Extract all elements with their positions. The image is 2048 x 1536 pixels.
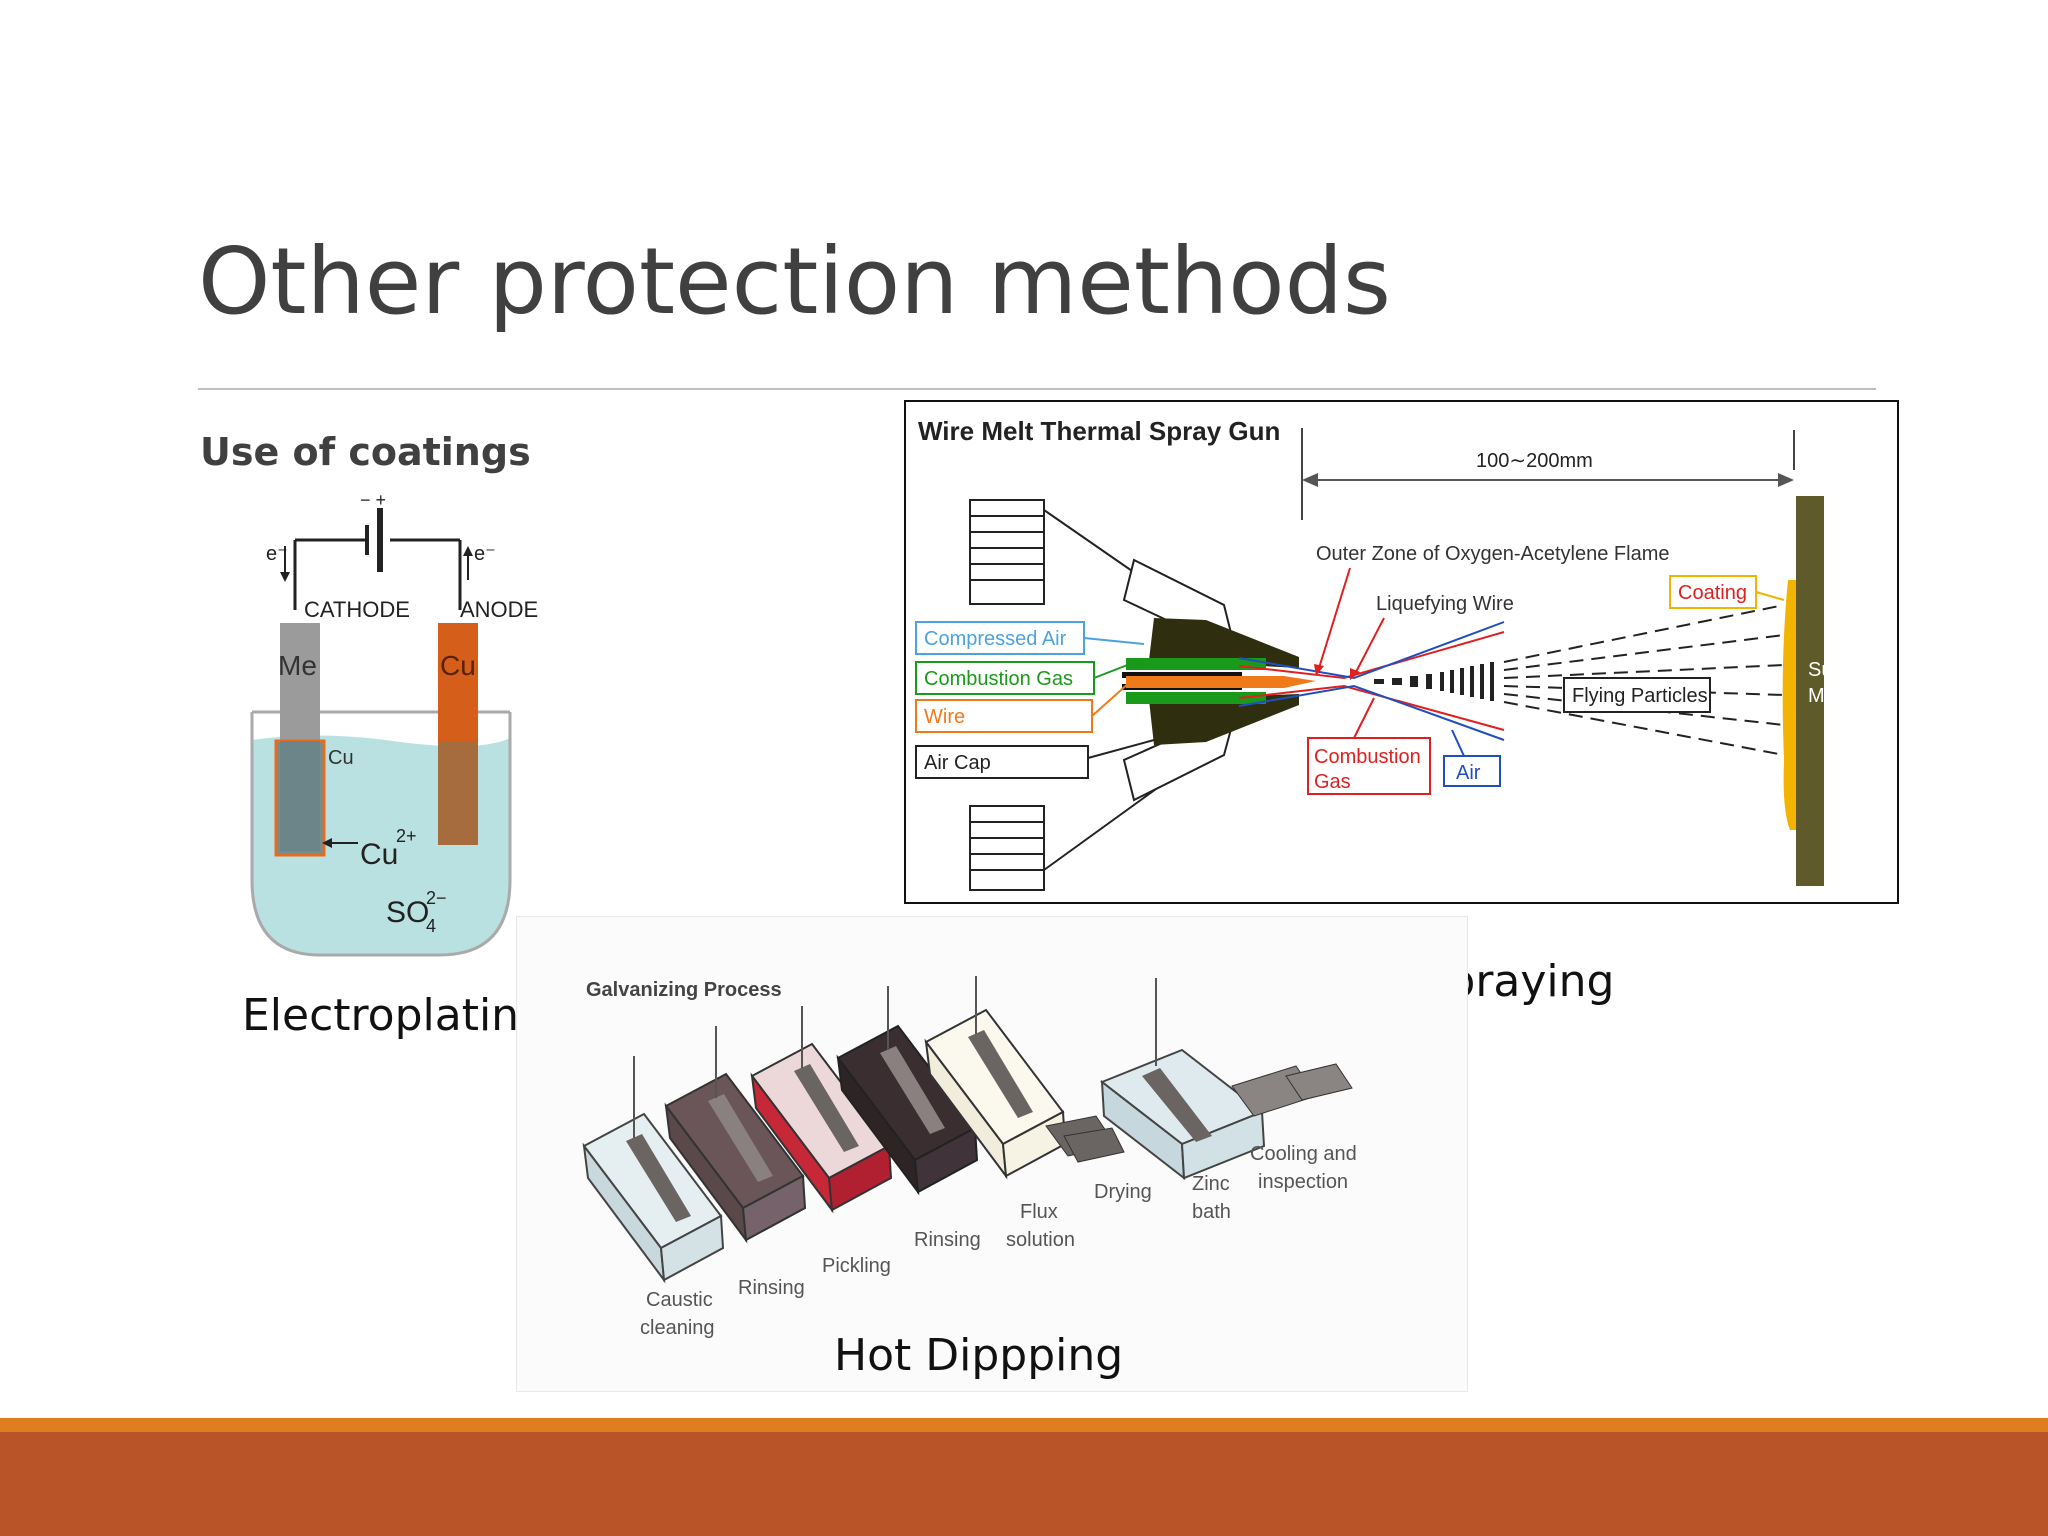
drying-rack: [1045, 1115, 1125, 1163]
step-pickling: Pickling: [822, 1255, 891, 1277]
air-cap-label: Air Cap: [924, 752, 991, 774]
polarity-label: − +: [360, 490, 386, 510]
combustion-gas-label-2a: Combustion: [1314, 746, 1421, 768]
electroplating-diagram: − + e⁻ e⁻ CATHODE ANODE Me Cu Cu Cu 2+ S…: [250, 490, 538, 957]
deposit-label: Cu: [328, 747, 354, 769]
compressed-air-label: Compressed Air: [924, 628, 1067, 650]
sulfate-ion-subscript: 4: [426, 916, 436, 936]
step-rinsing-1: Rinsing: [738, 1277, 805, 1299]
outer-zone-label: Outer Zone of Oxygen-Acetylene Flame: [1316, 543, 1670, 565]
step-inspection: inspection: [1258, 1171, 1348, 1193]
coating-layer: [1782, 580, 1796, 830]
section-subheading: Use of coatings: [200, 430, 531, 474]
hot-dipping-diagram: Galvanizing Process: [516, 916, 1468, 1392]
subject-metal-label-1: Subject: [1808, 659, 1875, 681]
step-bath: bath: [1192, 1201, 1231, 1223]
wire-feed-upper: [969, 499, 1045, 605]
tank-zinc-bath: [1100, 978, 1266, 1181]
liquefying-wire-label: Liquefying Wire: [1376, 593, 1514, 615]
slide-title: Other protection methods: [198, 228, 1391, 335]
anode-label: ANODE: [460, 597, 538, 622]
air-label: Air: [1456, 762, 1481, 784]
tank-pickling: [750, 1006, 893, 1214]
sulfate-ion-charge: 2−: [426, 888, 447, 908]
step-solution: solution: [1006, 1229, 1075, 1251]
subject-metal-label-2: Metal: [1808, 685, 1857, 707]
step-cleaning: cleaning: [640, 1317, 715, 1339]
cooling-rack: [1231, 1063, 1353, 1117]
copper-ion-label: Cu: [360, 838, 398, 871]
tank-rinsing-1: [664, 1026, 807, 1244]
metal-spraying-diagram: Wire Melt Thermal Spray Gun 100∼200mm: [904, 400, 1899, 904]
step-caustic: Caustic: [646, 1289, 713, 1311]
gun-nozzle: [1122, 558, 1316, 802]
cathode-label: CATHODE: [304, 597, 410, 622]
electron-left-label: e⁻: [266, 543, 288, 565]
electron-right-label: e⁻: [474, 543, 496, 565]
spray-diagram-title: Wire Melt Thermal Spray Gun: [918, 416, 1280, 446]
cathode-metal-label: Me: [278, 650, 317, 681]
combustion-gas-label: Combustion Gas: [924, 668, 1073, 690]
caption-electroplating: Electroplating: [242, 990, 547, 1041]
step-cooling: Cooling and: [1250, 1143, 1357, 1165]
title-divider: [198, 388, 1876, 390]
beaker: [250, 712, 512, 957]
wire-feed-lower: [969, 805, 1045, 891]
distance-label: 100∼200mm: [1476, 450, 1593, 472]
step-rinsing-2: Rinsing: [914, 1229, 981, 1251]
galvanizing-title: Galvanizing Process: [586, 979, 782, 1001]
copper-ion-charge: 2+: [396, 826, 417, 846]
step-zinc: Zinc: [1192, 1173, 1230, 1195]
flying-particles-label: Flying Particles: [1572, 685, 1708, 707]
footer-accent-line: [0, 1418, 2048, 1432]
subject-metal: [1796, 496, 1824, 886]
footer-band: [0, 1432, 2048, 1536]
step-drying: Drying: [1094, 1181, 1152, 1203]
step-flux: Flux: [1020, 1201, 1058, 1223]
combustion-gas-label-2b: Gas: [1314, 771, 1351, 793]
sulfate-ion-label: SO: [386, 896, 429, 929]
anode-electrode: [438, 623, 478, 741]
anode-metal-label: Cu: [440, 650, 476, 681]
particle-stream: [1374, 662, 1494, 701]
coating-label: Coating: [1678, 582, 1747, 604]
tank-caustic-cleaning: [582, 1056, 725, 1284]
caption-hot-dipping: Hot Dippping: [834, 1330, 1124, 1381]
tank-rinsing-2: [836, 986, 979, 1196]
wire-label: Wire: [924, 706, 965, 728]
cathode-electrode: [280, 623, 320, 741]
